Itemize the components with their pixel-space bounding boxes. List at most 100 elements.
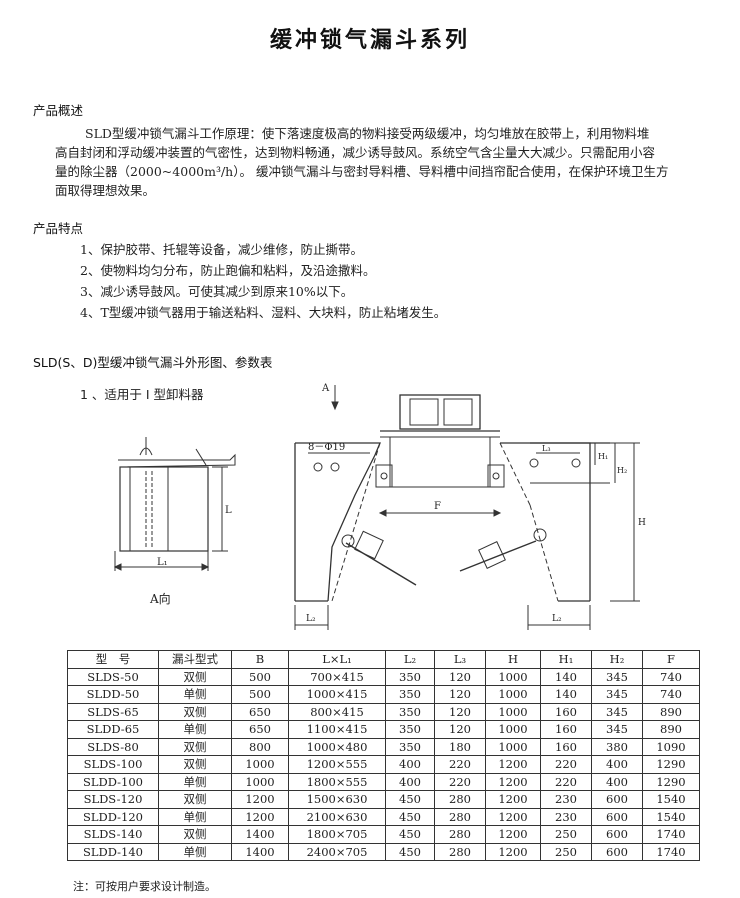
table-cell: 单侧 bbox=[158, 772, 232, 791]
table-cell: 单侧 bbox=[158, 685, 232, 704]
table-cell: 140 bbox=[540, 685, 592, 704]
holes-label: 8－Φ19 bbox=[308, 442, 345, 453]
table-cell: 500 bbox=[231, 667, 289, 686]
table-cell: 1740 bbox=[642, 825, 700, 844]
table-cell: 890 bbox=[642, 720, 700, 739]
header-h1: H₁ bbox=[540, 650, 592, 669]
table-cell: 1000 bbox=[485, 737, 541, 756]
table-cell: 400 bbox=[385, 755, 435, 774]
table-cell: 1000 bbox=[485, 702, 541, 721]
table-cell: 450 bbox=[385, 790, 435, 809]
table-cell: 345 bbox=[591, 720, 643, 739]
table-cell: 345 bbox=[591, 667, 643, 686]
table-cell: 140 bbox=[540, 667, 592, 686]
table-cell: 380 bbox=[591, 737, 643, 756]
table-cell: 400 bbox=[591, 772, 643, 791]
a-arrow-label: A bbox=[321, 383, 330, 394]
table-cell: 450 bbox=[385, 842, 435, 861]
features-heading: 产品特点 bbox=[33, 221, 84, 236]
feature-item: 3、减少诱导鼓风。可使其减少到原来10%以下。 bbox=[80, 284, 354, 299]
table-cell: 230 bbox=[540, 807, 592, 826]
table-cell: SLDS-65 bbox=[67, 702, 159, 721]
overview-line: 高自封闭和浮动缓冲装置的气密性，达到物料畅通，减少诱导鼓风。系统空气含尘量大大减… bbox=[55, 145, 656, 160]
feature-item: 2、使物料均匀分布，防止跑偏和粘料，及沿途撒料。 bbox=[80, 263, 376, 278]
table-cell: 345 bbox=[591, 685, 643, 704]
table-cell: 1200 bbox=[485, 807, 541, 826]
table-cell: 120 bbox=[434, 685, 486, 704]
table-cell: 160 bbox=[540, 720, 592, 739]
table-cell: 180 bbox=[434, 737, 486, 756]
table-cell: 双侧 bbox=[158, 755, 232, 774]
table-cell: 600 bbox=[591, 842, 643, 861]
f-label: F bbox=[434, 501, 441, 512]
feature-item: 1、保护胶带、托辊等设备，减少维修，防止撕带。 bbox=[80, 242, 363, 257]
table-cell: 双侧 bbox=[158, 790, 232, 809]
table-header-row: 型 号 漏斗型式 B L×L₁ L₂ L₃ H H₁ H₂ F bbox=[67, 650, 700, 669]
table-cell: 345 bbox=[591, 702, 643, 721]
table-cell: 650 bbox=[231, 702, 289, 721]
table-cell: 1290 bbox=[642, 755, 700, 774]
table-cell: 单侧 bbox=[158, 807, 232, 826]
table-cell: 1200 bbox=[485, 825, 541, 844]
l1-label-a: L₁ bbox=[157, 557, 168, 568]
h2-label: H₂ bbox=[617, 466, 627, 475]
table-cell: SLDS-80 bbox=[67, 737, 159, 756]
table-cell: 1400 bbox=[231, 842, 289, 861]
l2-label-right: L₂ bbox=[552, 614, 562, 624]
table-cell: SLDD-140 bbox=[67, 842, 159, 861]
table-cell: 1540 bbox=[642, 790, 700, 809]
table-cell: 双侧 bbox=[158, 825, 232, 844]
overview-line: 面取得理想效果。 bbox=[55, 183, 156, 198]
table-cell: 双侧 bbox=[158, 737, 232, 756]
table-cell: 600 bbox=[591, 825, 643, 844]
table-cell: 230 bbox=[540, 790, 592, 809]
table-cell: 220 bbox=[434, 755, 486, 774]
main-funnel-drawing bbox=[294, 385, 640, 630]
diagram-heading: SLD(S、D)型缓冲锁气漏斗外形图、参数表 bbox=[33, 355, 273, 370]
table-cell: 250 bbox=[540, 825, 592, 844]
table-cell: 120 bbox=[434, 702, 486, 721]
header-l2: L₂ bbox=[385, 650, 435, 669]
table-cell: 1400 bbox=[231, 825, 289, 844]
table-cell: 220 bbox=[540, 755, 592, 774]
table-cell: 280 bbox=[434, 790, 486, 809]
table-cell: 350 bbox=[385, 685, 435, 704]
table-cell: SLDD-50 bbox=[67, 685, 159, 704]
table-cell: SLDS-120 bbox=[67, 790, 159, 809]
header-f: F bbox=[642, 650, 700, 669]
table-cell: 1290 bbox=[642, 772, 700, 791]
header-type: 漏斗型式 bbox=[158, 650, 232, 669]
table-cell: 1000 bbox=[485, 667, 541, 686]
table-cell: 350 bbox=[385, 720, 435, 739]
overview-paragraph: SLD型缓冲锁气漏斗工作原理：使下落速度极高的物料接受两级缓冲，均匀堆放在胶带上… bbox=[55, 124, 685, 200]
table-cell: 600 bbox=[591, 807, 643, 826]
header-model: 型 号 bbox=[67, 650, 159, 669]
table-cell: 280 bbox=[434, 842, 486, 861]
table-cell: 1740 bbox=[642, 842, 700, 861]
table-cell: 1200 bbox=[485, 772, 541, 791]
footnote: 注：可按用户要求设计制造。 bbox=[73, 880, 216, 893]
table-cell: 500 bbox=[231, 685, 289, 704]
l2-label-left: L₂ bbox=[306, 614, 316, 624]
table-cell: 120 bbox=[434, 667, 486, 686]
a-view-drawing bbox=[113, 437, 236, 571]
table-cell: 600 bbox=[591, 790, 643, 809]
table-cell: 650 bbox=[231, 720, 289, 739]
funnel-technical-drawing: L₁ L A向 bbox=[113, 383, 646, 630]
table-cell: SLDD-100 bbox=[67, 772, 159, 791]
table-cell: 1200 bbox=[485, 755, 541, 774]
table-cell: 220 bbox=[434, 772, 486, 791]
table-cell: 220 bbox=[540, 772, 592, 791]
h-label: H bbox=[638, 518, 646, 528]
table-cell: 单侧 bbox=[158, 842, 232, 861]
table-cell: SLDS-140 bbox=[67, 825, 159, 844]
table-cell: 160 bbox=[540, 737, 592, 756]
table-cell: 1100×415 bbox=[288, 720, 386, 739]
